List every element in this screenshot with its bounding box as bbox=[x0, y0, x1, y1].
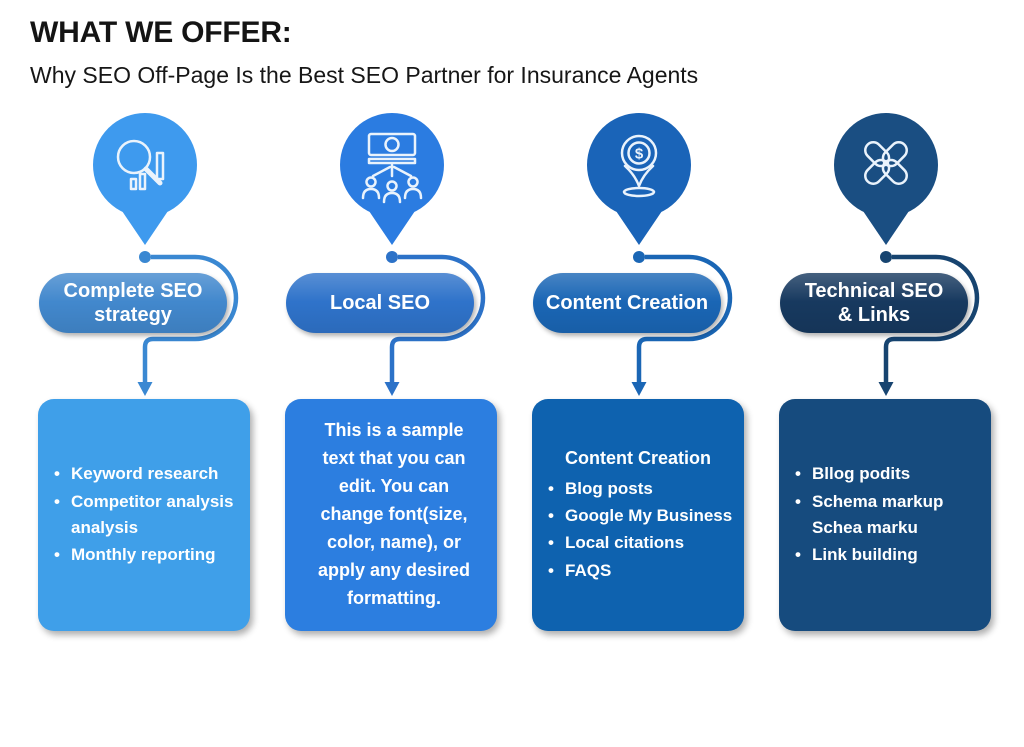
offer-columns: Complete SEO strategy Keyword research C… bbox=[27, 113, 1024, 631]
detail-box-complete-seo: Keyword research Competitor analysis ana… bbox=[38, 399, 250, 631]
pill-label: Technical SEO bbox=[804, 279, 944, 302]
pill-content-creation: Content Creation bbox=[533, 273, 721, 333]
location-dollar-icon: $ bbox=[620, 134, 658, 198]
pill-label: & Links bbox=[837, 304, 911, 326]
pill-label: Local SEO bbox=[329, 291, 431, 314]
connector-arrow bbox=[631, 251, 733, 396]
pill-technical-seo-links: Technical SEO & Links bbox=[780, 273, 968, 333]
column-technical-seo-links: Technical SEO & Links Bllog podits Schem… bbox=[768, 113, 1004, 631]
balloon-marker: $ bbox=[587, 113, 691, 245]
bullet-list: Bllog podits Schema markup Schea marku L… bbox=[795, 460, 981, 569]
connector-arrow bbox=[878, 251, 980, 396]
pill-label: Complete SEO bbox=[63, 279, 203, 302]
list-item: Local citations bbox=[548, 530, 734, 557]
box-heading: Content Creation bbox=[565, 447, 711, 468]
column-complete-seo-strategy: Complete SEO strategy Keyword research C… bbox=[27, 113, 263, 631]
detail-box-content-creation: Content Creation Blog posts Google My Bu… bbox=[532, 399, 744, 631]
money-distribution-icon bbox=[361, 132, 423, 204]
pill-complete-seo-strategy: Complete SEO strategy bbox=[39, 273, 227, 333]
balloon-marker bbox=[93, 113, 197, 245]
page-title: WHAT WE OFFER: bbox=[30, 16, 292, 49]
detail-box-technical-seo: Bllog podits Schema markup Schea marku L… bbox=[779, 399, 991, 631]
svg-text:$: $ bbox=[635, 146, 644, 163]
search-analytics-icon bbox=[116, 139, 165, 191]
pill-label: strategy bbox=[94, 304, 172, 326]
list-item: Bllog podits bbox=[795, 461, 981, 488]
list-item: Link building bbox=[795, 542, 981, 569]
balloon-marker bbox=[340, 113, 444, 245]
list-item: Monthly reporting bbox=[54, 542, 240, 569]
connector-zone: Local SEO bbox=[274, 249, 510, 399]
chain-links-icon bbox=[864, 141, 908, 185]
connector-arrow bbox=[137, 251, 239, 396]
balloon-marker bbox=[834, 113, 938, 245]
connector-zone: Technical SEO & Links bbox=[768, 249, 1004, 399]
list-item: FAQS bbox=[548, 558, 734, 585]
list-item: Blog posts bbox=[548, 476, 734, 503]
list-item: Schema markup Schea marku bbox=[795, 489, 981, 542]
list-item: Competitor analysis analysis bbox=[54, 489, 240, 542]
sample-text: This is a sample text that you can edit.… bbox=[317, 420, 471, 608]
pill-label: Content Creation bbox=[545, 291, 709, 314]
detail-box-local-seo: This is a sample text that you can edit.… bbox=[285, 399, 497, 631]
pill-local-seo: Local SEO bbox=[286, 273, 474, 333]
connector-arrow bbox=[384, 251, 486, 396]
column-content-creation: $ Content Creation Content Creation Blog… bbox=[521, 113, 757, 631]
list-item: Google My Business bbox=[548, 503, 734, 530]
connector-zone: Complete SEO strategy bbox=[27, 249, 263, 399]
page-subtitle: Why SEO Off-Page Is the Best SEO Partner… bbox=[30, 62, 699, 88]
bullet-list: Keyword research Competitor analysis ana… bbox=[54, 460, 240, 569]
header: WHAT WE OFFER: Why SEO Off-Page Is the B… bbox=[0, 0, 1024, 89]
connector-zone: Content Creation bbox=[521, 249, 757, 399]
column-local-seo: Local SEO This is a sample text that you… bbox=[274, 113, 510, 631]
list-item: Keyword research bbox=[54, 461, 240, 488]
bullet-list: Blog posts Google My Business Local cita… bbox=[548, 475, 734, 585]
